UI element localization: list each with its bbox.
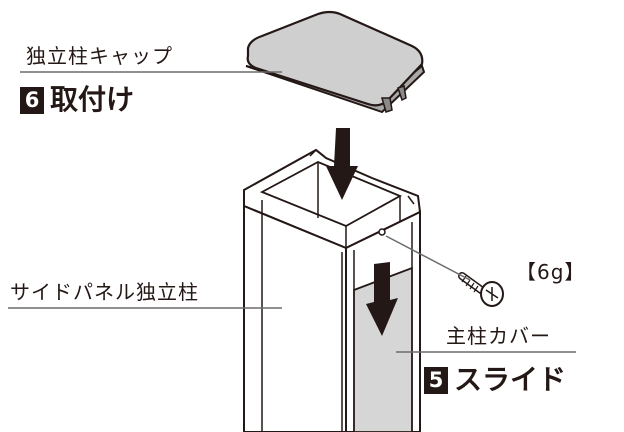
post-cap: [245, 10, 426, 114]
screw-hole: [378, 228, 386, 236]
side-panel-post: [243, 148, 422, 432]
cover-label: 主柱カバー: [446, 324, 551, 348]
step-number-badge-slide: 5: [424, 366, 448, 394]
step-attach-text: 取付け: [50, 83, 135, 116]
step-slide: 5 スライド: [424, 366, 566, 394]
step-attach: 6 取付け: [20, 86, 134, 114]
cap-tab: [381, 97, 393, 113]
step-number-badge: 6: [20, 86, 44, 114]
step-slide-text: スライド: [454, 363, 567, 396]
screw-leader-line: [385, 235, 471, 281]
screw-label: 【6g】: [516, 260, 586, 284]
arrow-down-icon-slide: [366, 262, 398, 336]
arrow-down-icon: [326, 128, 358, 200]
cap-label: 独立柱キャップ: [26, 44, 173, 68]
cap-top: [246, 10, 424, 107]
screw-icon: [458, 272, 504, 307]
side-panel-label: サイドパネル独立柱: [10, 280, 199, 304]
cap-tab-2: [397, 85, 407, 102]
